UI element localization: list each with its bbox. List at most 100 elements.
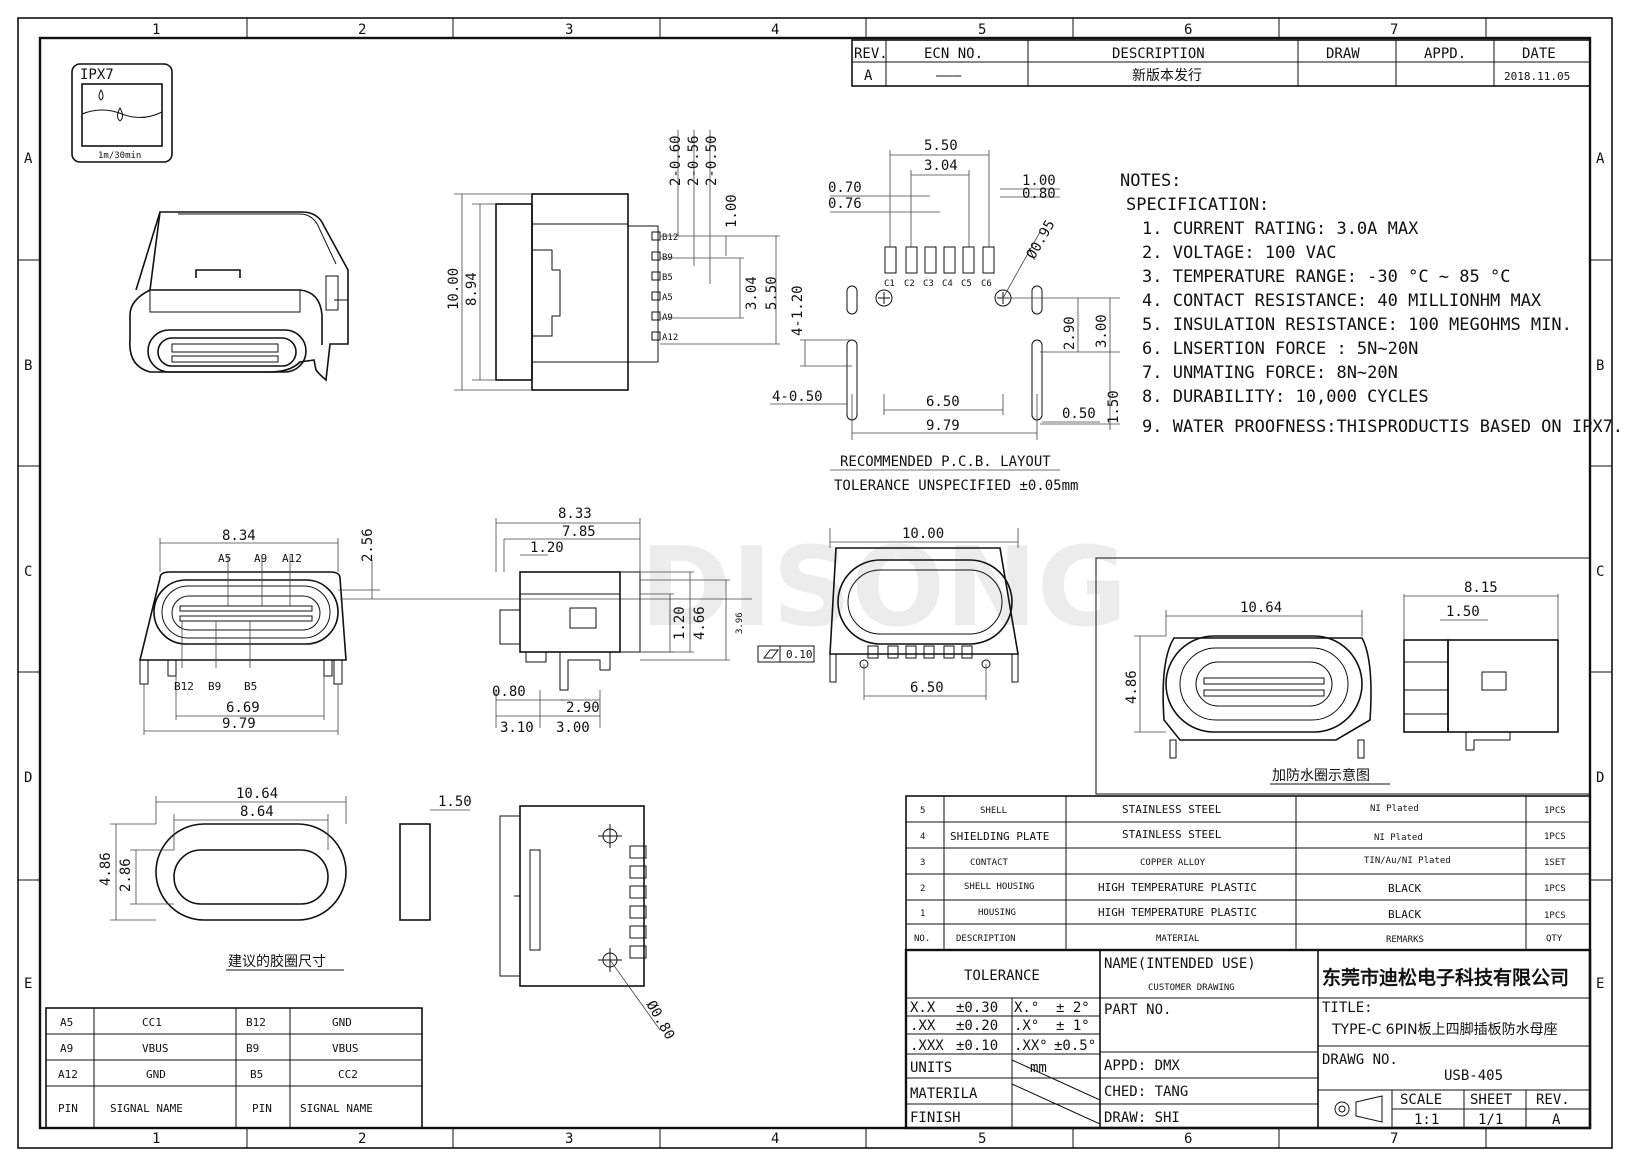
side-profile-view: 8.33 7.85 1.20 4.66 1.20 3.96 0.80 2.90 … xyxy=(492,506,815,736)
pin-cell: VBUS xyxy=(142,1042,169,1055)
rev-header: REV. xyxy=(854,46,888,62)
row-label: A xyxy=(1596,151,1605,167)
tol-cell: X.X xyxy=(910,1000,936,1016)
dim-10.64: 10.64 xyxy=(1240,600,1282,616)
drawg-no-label: DRAWG NO. xyxy=(1322,1052,1398,1068)
row-label: D xyxy=(24,770,32,786)
pin-label: A9 xyxy=(254,552,267,565)
bom-cells: 5 SHELL STAINLESS STEEL NI Plated 1PCS 4… xyxy=(914,803,1566,945)
dim-3.04: 3.04 xyxy=(744,276,760,310)
zone-ticks xyxy=(18,18,1612,1148)
revision-table: REV. ECN NO. DESCRIPTION DRAW APPD. DATE… xyxy=(851,39,1591,87)
title-block-text: TOLERANCE X.X ±0.30 X.° ± 2° .XX ±0.20 .… xyxy=(910,956,1570,1128)
dim-4-0.50: 4-0.50 xyxy=(772,389,823,405)
col-label: 5 xyxy=(978,22,986,38)
bom-cell: BLACK xyxy=(1388,882,1421,895)
pcb-title: RECOMMENDED P.C.B. LAYOUT xyxy=(840,454,1051,470)
pin-cell: CC1 xyxy=(142,1016,162,1029)
dim-8.94: 8.94 xyxy=(464,272,480,306)
row-label: C xyxy=(24,564,32,580)
pcb-layout-view: C1 C2 C3 C4 C5 C6 xyxy=(770,138,1122,494)
connector-3d-view xyxy=(129,211,349,382)
rev-value: A xyxy=(1552,1112,1561,1128)
pcb-tolerance: TOLERANCE UNSPECIFIED ±0.05mm xyxy=(834,478,1078,494)
flatness-value: 0.10 xyxy=(786,648,813,661)
pin-side-view: B12 B9 B5 A5 A9 A12 10.00 8.94 2-0.60 2-… xyxy=(446,130,780,391)
bom-cell: 1PCS xyxy=(1544,832,1566,842)
dim-5.50: 5.50 xyxy=(764,276,780,310)
pin-cell: CC2 xyxy=(338,1068,358,1081)
row-label: B xyxy=(1596,358,1604,374)
col-label: 4 xyxy=(771,1131,779,1147)
col-label: 6 xyxy=(1184,1131,1192,1147)
pad-label: C3 xyxy=(923,279,934,289)
bom-cell: SHIELDING PLATE xyxy=(950,830,1049,843)
watermark: DISONG xyxy=(640,523,1127,651)
outer-frame xyxy=(17,17,1613,1149)
ipx-sub: 1m/30min xyxy=(98,151,141,161)
note-item: 2. VOLTAGE: 100 VAC xyxy=(1142,243,1336,263)
ring-title: 加防水圈示意图 xyxy=(1272,767,1370,784)
tol-cell: ±0.5° xyxy=(1054,1038,1096,1054)
pin-label: A5 xyxy=(662,293,673,303)
pin-label: A12 xyxy=(282,552,302,565)
dim-0.50: 0.50 xyxy=(1062,406,1096,422)
bom-cell: SHELL xyxy=(980,806,1007,816)
water-drop-icon xyxy=(117,106,123,122)
dim-1.00: 1.00 xyxy=(724,194,740,228)
pad-label: C1 xyxy=(884,279,895,289)
front-view: 8.34 A5 A9 A12 B12 B9 B5 2.56 6.69 9.79 xyxy=(138,528,752,735)
tol-cell: .X° xyxy=(1014,1018,1039,1034)
sheet-label: SHEET xyxy=(1470,1092,1513,1108)
rev-header: DRAW xyxy=(1326,46,1360,62)
bom-cell: NI Plated xyxy=(1374,833,1423,843)
col-label: 2 xyxy=(358,22,366,38)
rev-label: REV. xyxy=(1536,1092,1570,1108)
part-no-label: PART NO. xyxy=(1104,1002,1171,1018)
tol-cell: ±0.20 xyxy=(956,1018,998,1034)
bom-cell: SHELL HOUSING xyxy=(964,882,1034,892)
dim-0.80: 0.80 xyxy=(1022,186,1056,202)
appd-label: APPD: DMX xyxy=(1104,1058,1180,1074)
rear-view: 10.00 6.50 xyxy=(829,526,1019,700)
bom-cell: 2 xyxy=(920,884,925,894)
dim-1.50: 1.50 xyxy=(438,794,472,810)
projection-symbol-icon xyxy=(1334,1101,1350,1117)
pin-cell: A12 xyxy=(58,1068,78,1081)
dim-2.86: 2.86 xyxy=(118,858,134,892)
dim-4-1.20: 4-1.20 xyxy=(790,285,806,336)
bom-cell: QTY xyxy=(1546,934,1563,944)
dim-3.96: 3.96 xyxy=(735,612,745,634)
pin-cell: VBUS xyxy=(332,1042,359,1055)
row-label: E xyxy=(24,976,32,992)
pin-cell: B5 xyxy=(250,1068,263,1081)
dim-2.56: 2.56 xyxy=(360,528,376,562)
dim-1.50: 1.50 xyxy=(1106,390,1122,424)
dim-6.50: 6.50 xyxy=(926,394,960,410)
pad-label: C6 xyxy=(981,279,992,289)
col-label: 7 xyxy=(1390,1131,1398,1147)
units-label: UNITS xyxy=(910,1060,952,1076)
dim-3.04: 3.04 xyxy=(924,158,958,174)
company-name: 东莞市迪松电子科技有限公司 xyxy=(1322,966,1569,989)
dim-2.90: 2.90 xyxy=(566,700,600,716)
tol-cell: ±0.10 xyxy=(956,1038,998,1054)
bom-cell: 5 xyxy=(920,806,925,816)
bom-table xyxy=(905,795,1591,951)
tol-cell: ±0.30 xyxy=(956,1000,998,1016)
title-value: TYPE-C 6PIN板上四脚插板防水母座 xyxy=(1331,1022,1558,1038)
pin-cell: SIGNAL NAME xyxy=(110,1102,183,1115)
draw-label: DRAW: SHI xyxy=(1104,1110,1180,1126)
rev-header: DESCRIPTION xyxy=(1112,46,1205,62)
note-item: 4. CONTACT RESISTANCE: 40 MILLIONHM MAX xyxy=(1142,291,1542,311)
dim-dia-0.80: Ø0.80 xyxy=(643,998,678,1043)
tol-cell: ± 1° xyxy=(1056,1018,1090,1034)
waterproof-ring-view: 10.64 4.86 8.15 1.50 加防水圈示意图 xyxy=(1095,557,1591,795)
pin-cell: PIN xyxy=(58,1102,78,1115)
dim-6.50: 6.50 xyxy=(910,680,944,696)
tol-cell: ± 2° xyxy=(1056,1000,1090,1016)
bom-cell: MATERIAL xyxy=(1156,934,1199,944)
scale-value: 1:1 xyxy=(1414,1112,1439,1128)
col-label: 1 xyxy=(152,22,160,38)
dim-0.80: 0.80 xyxy=(492,684,526,700)
